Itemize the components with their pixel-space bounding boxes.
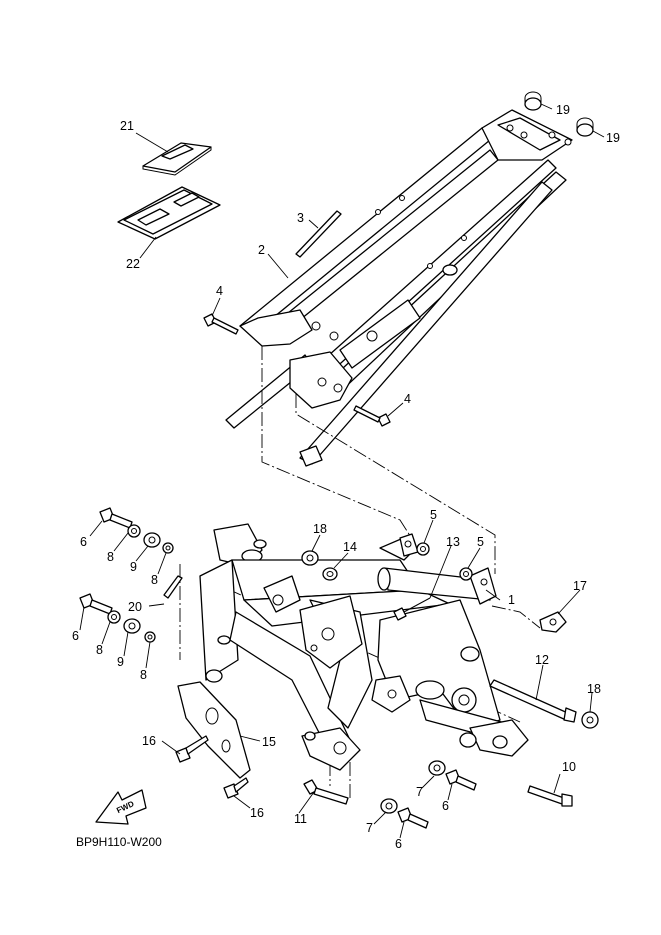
bolt-10 [527, 785, 573, 807]
collar-5b [459, 567, 473, 581]
strip-3 [295, 210, 342, 258]
callout-13: 13 [446, 535, 460, 549]
bolt-13 [393, 597, 431, 621]
callout-16a: 16 [142, 734, 156, 748]
diagram-code: BP9H110-W200 [76, 835, 162, 849]
collar-14 [322, 567, 338, 581]
callout-18a: 18 [313, 522, 327, 536]
leader-lines [79, 103, 605, 839]
callout-17: 17 [573, 579, 587, 593]
bolt-16a [175, 735, 209, 763]
callout-4a: 4 [216, 284, 223, 298]
callout-5a: 5 [430, 508, 437, 522]
collar-7b [380, 798, 398, 814]
callout-4b: 4 [404, 392, 411, 406]
callout-18b: 18 [587, 682, 601, 696]
clip-17 [539, 611, 567, 633]
main-frame-1 [199, 523, 529, 771]
callout-16b: 16 [250, 806, 264, 820]
bolt-16b [223, 777, 249, 799]
callout-14: 14 [343, 540, 357, 554]
callout-15: 15 [262, 735, 276, 749]
callout-6a: 6 [80, 535, 87, 549]
bushing-18a [301, 550, 319, 566]
strip-20 [163, 575, 183, 599]
callout-8c: 8 [96, 643, 103, 657]
callout-6d: 6 [395, 837, 402, 851]
callout-7b: 7 [366, 821, 373, 835]
collar-8d [144, 631, 156, 643]
cap-19b [576, 117, 594, 137]
callout-6c: 6 [442, 799, 449, 813]
callout-19b: 19 [606, 131, 620, 145]
collar-7a [428, 760, 446, 776]
callout-22: 22 [126, 257, 140, 271]
rear-frame-2 [225, 109, 573, 467]
callout-3: 3 [297, 211, 304, 225]
callout-8b: 8 [151, 573, 158, 587]
callout-6b: 6 [72, 629, 79, 643]
bolt-6b [79, 593, 113, 615]
callout-8a: 8 [107, 550, 114, 564]
label-sheet-21 [142, 142, 212, 176]
bolt-12 [489, 679, 577, 723]
bushing-9a [143, 532, 161, 548]
callout-21: 21 [120, 119, 134, 133]
callout-12: 12 [535, 653, 549, 667]
callout-labels: 21 22 3 2 4 4 19 19 1 5 5 13 14 18 17 12… [72, 103, 620, 851]
callout-11: 11 [294, 812, 307, 826]
callout-2: 2 [258, 243, 265, 257]
callout-19a: 19 [556, 103, 570, 117]
collar-8b [162, 542, 174, 554]
fwd-arrow-icon: FWD [95, 789, 147, 825]
callout-9a: 9 [130, 560, 137, 574]
bushing-18b [581, 711, 599, 729]
callout-20: 20 [128, 600, 142, 614]
callout-5b: 5 [477, 535, 484, 549]
bushing-9b [123, 618, 141, 634]
callout-10: 10 [562, 760, 576, 774]
cap-19a [524, 91, 542, 111]
callout-1: 1 [508, 593, 515, 607]
callout-7a: 7 [416, 785, 423, 799]
bolt-6a [99, 507, 133, 529]
bolt-4b [353, 405, 391, 427]
guard-plate-15 [177, 681, 251, 779]
collar-8a [127, 524, 141, 538]
bolt-11 [303, 779, 349, 805]
collar-8c [107, 610, 121, 624]
callout-9b: 9 [117, 655, 124, 669]
callout-8d: 8 [140, 668, 147, 682]
bolt-6c [445, 769, 477, 791]
bolt-6d [397, 807, 429, 829]
bolt-4a [203, 313, 239, 335]
label-sheet-22 [117, 186, 221, 240]
collar-5a [416, 542, 430, 556]
